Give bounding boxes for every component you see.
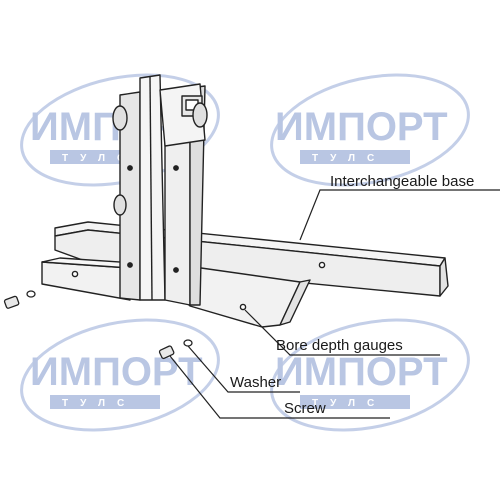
watermark-line2: ТУЛС [312,153,386,164]
washer-front [183,339,193,347]
watermark-line1: ИМПОРТ [275,350,448,394]
watermark-top-right: ИМПОРТ ТУЛС [270,73,470,187]
watermark-line2: ТУЛС [62,153,136,164]
watermark-bottom-right: ИМПОРТ ТУЛС [270,318,470,432]
watermark-line1: ИМПОРТ [30,350,203,394]
label-washer: Washer [230,374,281,391]
leader-lines [169,189,500,419]
leader-washer [187,345,300,393]
leader-interchangeable-base [299,189,500,241]
left-screw-assembly [3,290,36,309]
base-hole [318,261,326,269]
watermark-bottom-left: ИМПОРТ ТУЛС [20,318,220,432]
leader-bore-depth-gauges [244,309,440,356]
watermark-line1: ИМПОРТ [275,105,448,149]
washer-left [26,290,36,298]
watermark-line2: ТУЛС [62,398,136,409]
gauge-column [112,74,208,306]
label-interchangeable-base: Interchangeable base [330,173,474,190]
front-screw-assembly [158,339,193,360]
label-screw: Screw [284,400,326,417]
label-bore-depth-gauges: Bore depth gauges [276,337,403,354]
screw-left [3,295,20,309]
leader-screw [169,355,390,419]
watermark-line2: ТУЛС [312,398,386,409]
screw-front [158,345,175,360]
